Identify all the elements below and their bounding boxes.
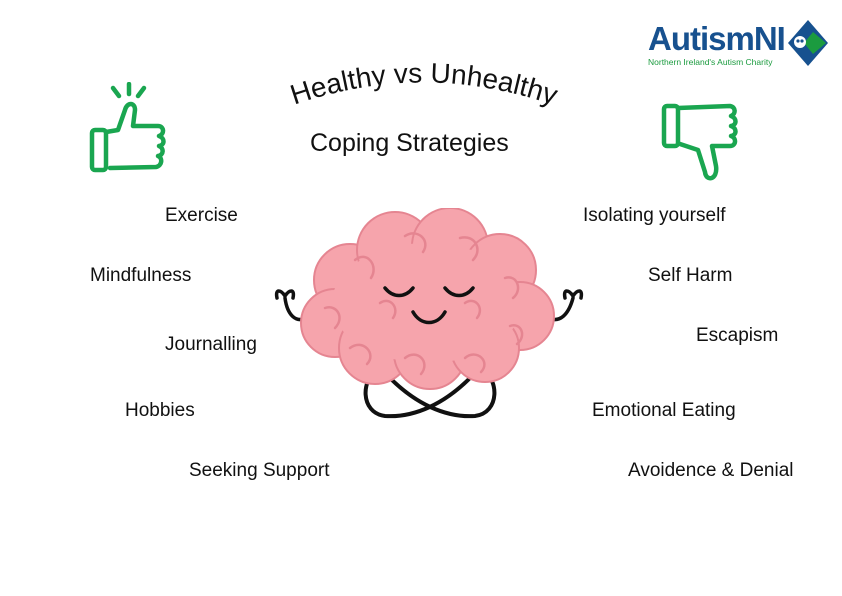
logo-emblem-icon — [788, 20, 828, 66]
healthy-item-3: Journalling — [165, 334, 257, 355]
healthy-item-1: Exercise — [165, 205, 238, 226]
unhealthy-item-5: Avoidence & Denial — [628, 460, 794, 481]
logo-name-part1: Autism — [648, 20, 755, 57]
svg-text:Healthy vs Unhealthy: Healthy vs Unhealthy — [286, 57, 561, 110]
unhealthy-item-3: Escapism — [696, 325, 779, 346]
page-subtitle: Coping Strategies — [310, 129, 509, 157]
thumbs-down-icon — [661, 103, 738, 181]
page-title-text: Healthy vs Unhealthy — [286, 57, 561, 110]
unhealthy-item-1: Isolating yourself — [583, 205, 726, 226]
healthy-item-5: Seeking Support — [189, 460, 330, 481]
meditating-brain-illustration — [274, 208, 584, 419]
page-title: Healthy vs Unhealthy — [286, 57, 561, 110]
healthy-item-2: Mindfulness — [90, 265, 192, 286]
thumbs-up-icon — [89, 82, 166, 173]
healthy-item-4: Hobbies — [125, 400, 195, 421]
autismni-logo: AutismNI — [648, 20, 786, 58]
unhealthy-item-4: Emotional Eating — [592, 400, 736, 421]
logo-name-part2: NI — [753, 20, 786, 57]
logo-tagline: Northern Ireland's Autism Charity — [648, 57, 773, 67]
unhealthy-item-2: Self Harm — [648, 265, 733, 286]
